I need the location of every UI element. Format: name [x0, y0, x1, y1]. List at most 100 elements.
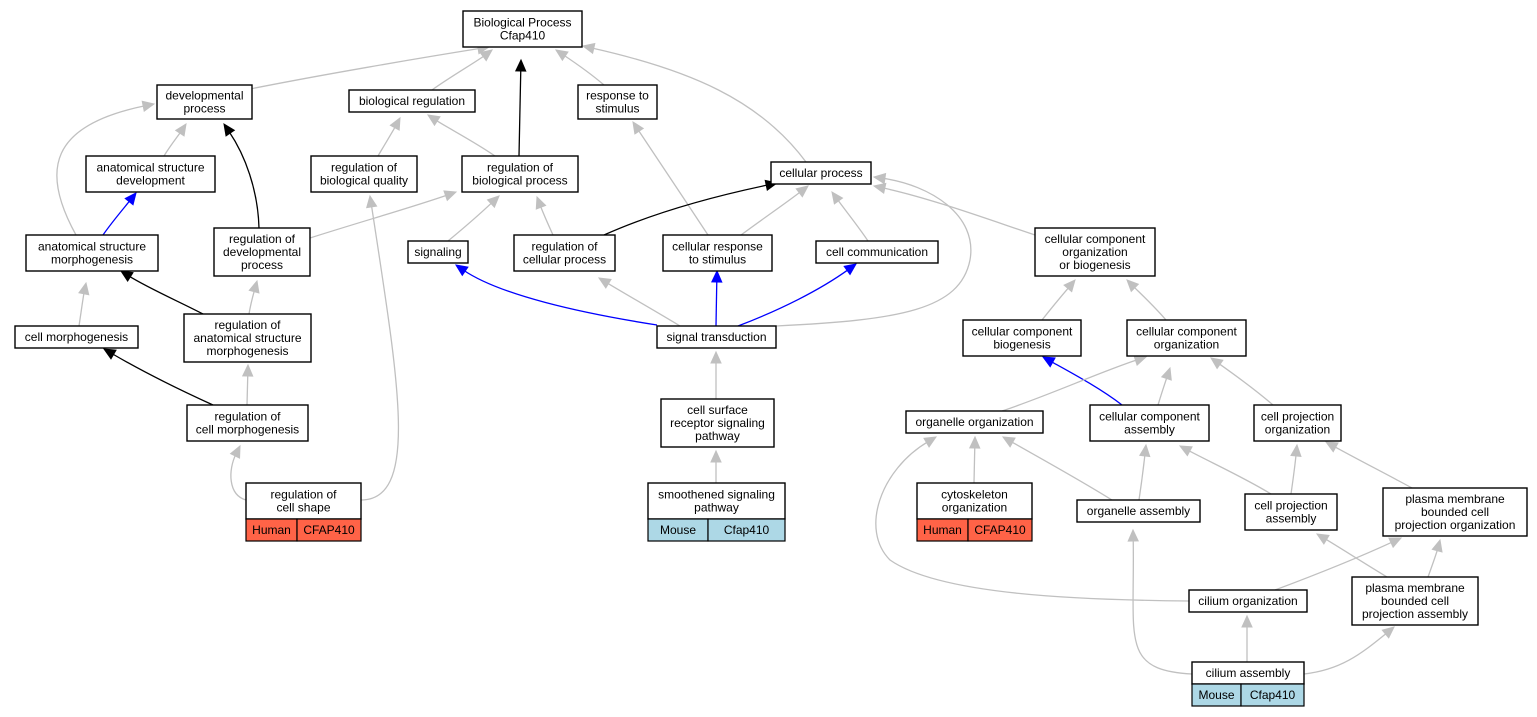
edge-cpa-to-cca [1178, 445, 1272, 495]
edge-crs-to-resp [632, 120, 709, 236]
edge-ciliumasm-to-ciliumorg [1241, 614, 1253, 662]
edge-ciliumasm-to-pmbcpa [1303, 626, 1395, 675]
node-label-ccob-2: or biogenesis [1059, 258, 1130, 272]
node-label-rcs-0: regulation of [270, 488, 337, 502]
annotation-species-ssp: Mouse [660, 523, 696, 537]
node-label-bioreg-0: biological regulation [359, 94, 465, 108]
node-label-orgorg-0: organelle organization [915, 415, 1033, 429]
edge-rcp-to-rbp [535, 195, 554, 236]
edge-ciliumorg-to-pmbcpo [1274, 537, 1403, 591]
edge-rdp-to-rbp [309, 190, 458, 239]
node-label-resp-1: stimulus [595, 102, 639, 116]
node-cellmorph[interactable]: cell morphogenesis [14, 325, 139, 349]
node-orgasm[interactable]: organelle assembly [1076, 499, 1201, 523]
node-label-cpo-1: organization [1265, 423, 1330, 437]
node-label-ssp-1: pathway [694, 501, 739, 515]
node-label-dev-1: process [183, 102, 225, 116]
edge-sigtrans-to-rcp [597, 277, 681, 327]
node-label-crs-0: cellular response [672, 240, 763, 254]
edge-pmbcpa-to-pmbcpo [1427, 538, 1443, 578]
node-label-pmbcpo-0: plasma membrane [1405, 492, 1505, 506]
node-ciliumasm[interactable]: cilium assembly [1191, 661, 1305, 685]
node-label-pmbcpa-1: bounded cell [1381, 594, 1449, 608]
node-label-asd-1: development [116, 174, 185, 188]
node-cellproc[interactable]: cellular process [770, 161, 872, 185]
edge-cellcomm-to-cellproc [831, 191, 869, 242]
node-label-asm-1: morphogenesis [51, 253, 133, 267]
node-label-pmbcpa-2: projection assembly [1362, 607, 1468, 621]
node-cellcomm[interactable]: cell communication [815, 240, 939, 264]
node-label-resp-0: response to [586, 89, 649, 103]
edge-pmbcpa-to-cpa [1315, 533, 1388, 578]
node-label-cellproc-0: cellular process [779, 166, 862, 180]
node-label-rcp-0: regulation of [531, 240, 598, 254]
edge-bioreg-to-bp [431, 49, 493, 91]
edge-sigtrans-to-cellcomm [737, 263, 857, 327]
node-label-rbp-0: regulation of [487, 161, 554, 175]
node-bioreg[interactable]: biological regulation [348, 89, 476, 113]
node-orgorg[interactable]: organelle organization [905, 410, 1044, 434]
node-label-rcp-1: cellular process [523, 253, 606, 267]
node-ciliumorg[interactable]: cilium organization [1188, 589, 1308, 613]
node-signaling[interactable]: signaling [407, 240, 469, 264]
node-label-bp-1: Cfap410 [500, 29, 546, 43]
node-sigtrans[interactable]: signal transduction [656, 325, 777, 349]
node-label-asm-0: anatomical structure [38, 240, 146, 254]
edge-asm-to-asd [102, 192, 137, 236]
edge-ciliumasm-to-orgasm [1127, 528, 1193, 675]
edge-rcm-to-rasm [241, 363, 254, 406]
edge-signaling-to-rbp [447, 195, 500, 242]
node-label-orgasm-0: organelle assembly [1087, 504, 1190, 518]
annotation-species-cytoorg: Human [923, 523, 962, 537]
node-label-ciliumasm-0: cilium assembly [1206, 666, 1291, 680]
edge-dev-to-bp [249, 43, 491, 90]
node-label-asd-0: anatomical structure [96, 161, 204, 175]
node-label-crs-1: to stimulus [689, 253, 746, 267]
edge-csrsp-to-sigtrans [710, 350, 722, 399]
node-label-cytoorg-1: organization [942, 501, 1007, 515]
annotation-species-ciliumasm: Mouse [1198, 688, 1234, 702]
edge-rdp-to-dev [223, 122, 260, 229]
edge-rcs-to-rcm [229, 444, 247, 501]
node-label-rasm-1: anatomical structure [193, 331, 301, 345]
edge-sigtrans-to-cellproc [775, 172, 972, 327]
node-label-rcm-1: cell morphogenesis [196, 423, 299, 437]
node-label-pmbcpa-0: plasma membrane [1365, 581, 1465, 595]
edge-orgasm-to-cca [1138, 443, 1151, 501]
node-label-cco-0: cellular component [1136, 325, 1237, 339]
node-label-cellmorph-0: cell morphogenesis [25, 330, 128, 344]
node-label-rbq-1: biological quality [320, 174, 408, 188]
edge-cca-to-cco [1157, 366, 1172, 406]
edge-cellproc-to-bp [581, 42, 807, 163]
node-label-pmbcpo-2: projection organization [1395, 518, 1516, 532]
node-label-rdp-0: regulation of [229, 232, 296, 246]
